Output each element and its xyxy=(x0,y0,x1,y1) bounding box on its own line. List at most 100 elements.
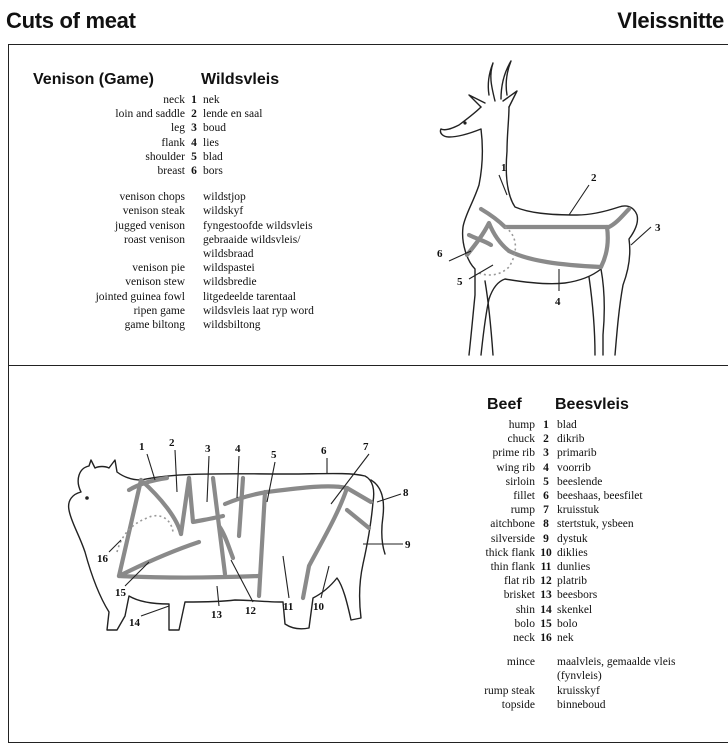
cut-number: 4 xyxy=(185,136,203,150)
term-afrikaans: lende en saal xyxy=(203,107,262,121)
term-english: rump steak xyxy=(439,684,535,698)
term-afrikaans: wildsbraad xyxy=(203,247,253,261)
cut-number: 7 xyxy=(535,503,557,517)
cut-number: 11 xyxy=(535,560,557,574)
cut-number xyxy=(535,684,557,698)
term-afrikaans: nek xyxy=(557,631,574,645)
term-english: roast venison xyxy=(9,233,185,247)
term-afrikaans: litgedeelde tarentaal xyxy=(203,290,296,304)
cow-cut-line xyxy=(259,492,265,596)
cow-cut-line xyxy=(141,480,181,534)
venison-heading-english: Venison (Game) xyxy=(33,71,154,89)
cow-label-15: 15 xyxy=(115,587,127,599)
term-afrikaans: bolo xyxy=(557,617,577,631)
cut-number xyxy=(185,304,203,318)
term-afrikaans: beesbors xyxy=(557,588,597,602)
term-afrikaans: dunlies xyxy=(557,560,590,574)
term-english xyxy=(439,669,535,683)
deer-ear xyxy=(503,91,517,107)
term-english: neck xyxy=(439,631,535,645)
cut-number: 3 xyxy=(535,446,557,460)
deer-hindleg xyxy=(589,277,595,355)
term-english: bolo xyxy=(439,617,535,631)
cow-leader xyxy=(141,606,169,616)
cow-label-3: 3 xyxy=(205,443,211,455)
term-afrikaans: beeshaas, beesfilet xyxy=(557,489,643,503)
beef-panel: Beef Beesvleis hump1bladchuck2dikribprim… xyxy=(8,365,728,743)
deer-label-1: 1 xyxy=(501,162,507,174)
term-english: topside xyxy=(439,698,535,712)
cow-leader xyxy=(237,456,239,498)
term-english xyxy=(9,247,185,261)
beef-heading-afrikaans: Beesvleis xyxy=(555,396,629,414)
term-english: venison chops xyxy=(9,190,185,204)
cut-number xyxy=(185,233,203,247)
term-english: venison steak xyxy=(9,204,185,218)
cow-cut-line xyxy=(119,542,199,576)
deer-cut-line xyxy=(601,227,608,267)
term-english: ripen game xyxy=(9,304,185,318)
term-afrikaans: binneboud xyxy=(557,698,606,712)
term-afrikaans: lies xyxy=(203,136,219,150)
term-afrikaans: stertstuk, ysbeen xyxy=(557,517,634,531)
cow-label-7: 7 xyxy=(363,441,369,453)
term-english: jointed guinea fowl xyxy=(9,290,185,304)
term-english: chuck xyxy=(439,432,535,446)
term-afrikaans: blad xyxy=(557,418,577,432)
cow-label-8: 8 xyxy=(403,487,409,499)
term-afrikaans: platrib xyxy=(557,574,587,588)
cut-number: 16 xyxy=(535,631,557,645)
term-afrikaans: maalvleis, gemaalde vleis xyxy=(557,655,675,669)
deer-antler xyxy=(501,61,511,99)
term-english: thin flank xyxy=(439,560,535,574)
term-afrikaans: boud xyxy=(203,121,226,135)
cow-label-11: 11 xyxy=(283,601,293,613)
cut-number: 14 xyxy=(535,603,557,617)
term-english: prime rib xyxy=(439,446,535,460)
cut-number xyxy=(185,318,203,332)
list-item: ripen gamewildsvleis laat ryp word xyxy=(9,304,314,318)
term-afrikaans: dystuk xyxy=(557,532,588,546)
cow-leader xyxy=(267,462,275,502)
cow-leader xyxy=(175,450,177,492)
term-english: jugged venison xyxy=(9,219,185,233)
cut-number: 6 xyxy=(185,164,203,178)
cut-number: 6 xyxy=(535,489,557,503)
term-afrikaans: wildsbiltong xyxy=(203,318,261,332)
term-afrikaans: kruisskyf xyxy=(557,684,600,698)
term-afrikaans: bors xyxy=(203,164,223,178)
list-item: wildsbraad xyxy=(9,247,314,261)
deer-cut-line xyxy=(481,209,629,227)
term-afrikaans: wildsbredie xyxy=(203,275,257,289)
list-item: rump steak kruisskyf xyxy=(439,684,675,698)
list-item: topside binneboud xyxy=(439,698,675,712)
term-afrikaans: skenkel xyxy=(557,603,592,617)
cow-label-10: 10 xyxy=(313,601,325,613)
term-afrikaans: kruisstuk xyxy=(557,503,599,517)
list-item: venison piewildspastei xyxy=(9,261,314,275)
cow-label-4: 4 xyxy=(235,443,241,455)
list-item: venison steakwildskyf xyxy=(9,204,314,218)
deer-leader xyxy=(499,175,507,195)
cut-number: 8 xyxy=(535,517,557,531)
cut-number xyxy=(185,261,203,275)
term-english: flank xyxy=(9,136,185,150)
venison-heading-afrikaans: Wildsvleis xyxy=(201,71,279,89)
deer-label-2: 2 xyxy=(591,172,597,184)
cut-number xyxy=(185,190,203,204)
cut-number xyxy=(535,669,557,683)
term-english: mince xyxy=(439,655,535,669)
term-english: hump xyxy=(439,418,535,432)
deer-label-4: 4 xyxy=(555,296,561,308)
list-item: fillet6beeshaas, beesfilet xyxy=(439,489,675,503)
term-afrikaans: dikrib xyxy=(557,432,584,446)
